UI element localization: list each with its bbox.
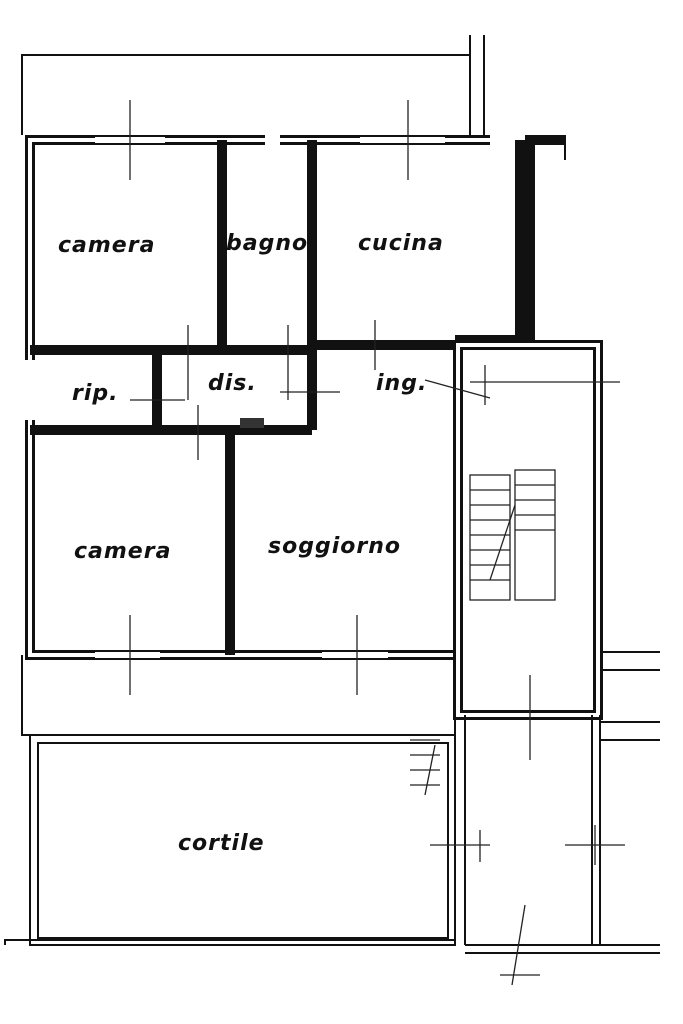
label-ingresso: ing.: [376, 371, 427, 396]
label-cucina: cucina: [358, 231, 444, 256]
label-disimpegno: dis.: [208, 371, 257, 396]
stairs: [410, 469, 556, 796]
axis-marks: [129, 100, 625, 986]
label-ripostiglio: rip.: [72, 381, 119, 406]
room-labels: camera bagno cucina rip. dis. ing. camer…: [58, 231, 444, 856]
label-soggiorno: soggiorno: [268, 534, 401, 559]
label-camera-bottom: camera: [74, 539, 171, 564]
walls: [4, 35, 660, 954]
chimney-flue: [240, 418, 264, 428]
label-bagno: bagno: [226, 231, 308, 256]
label-cortile: cortile: [178, 831, 265, 856]
label-camera-top: camera: [58, 233, 155, 258]
